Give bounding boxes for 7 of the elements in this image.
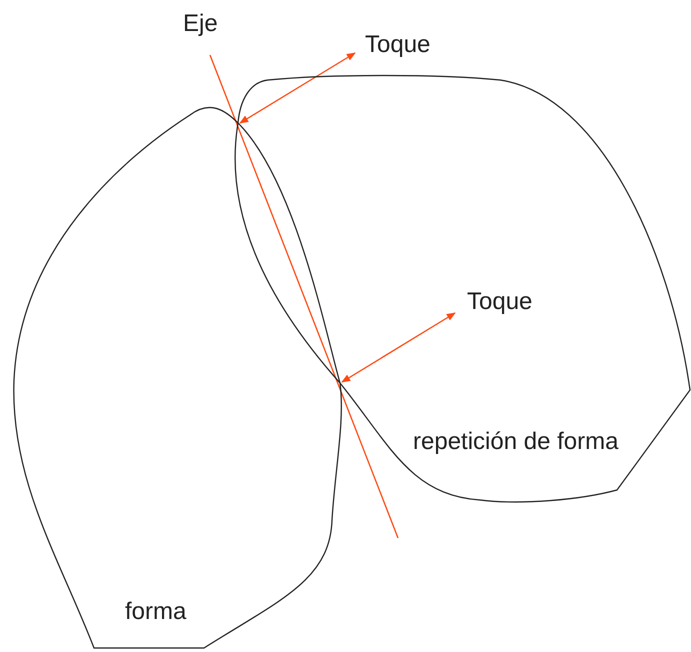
callout-label: Toque	[365, 33, 430, 57]
double-arrow	[239, 52, 356, 124]
shape-label: forma	[125, 600, 186, 624]
double-arrow	[341, 312, 456, 383]
callout-label: Toque	[467, 290, 532, 314]
shape-label: repetición de forma	[413, 430, 618, 454]
axis-label: Eje	[183, 12, 218, 36]
